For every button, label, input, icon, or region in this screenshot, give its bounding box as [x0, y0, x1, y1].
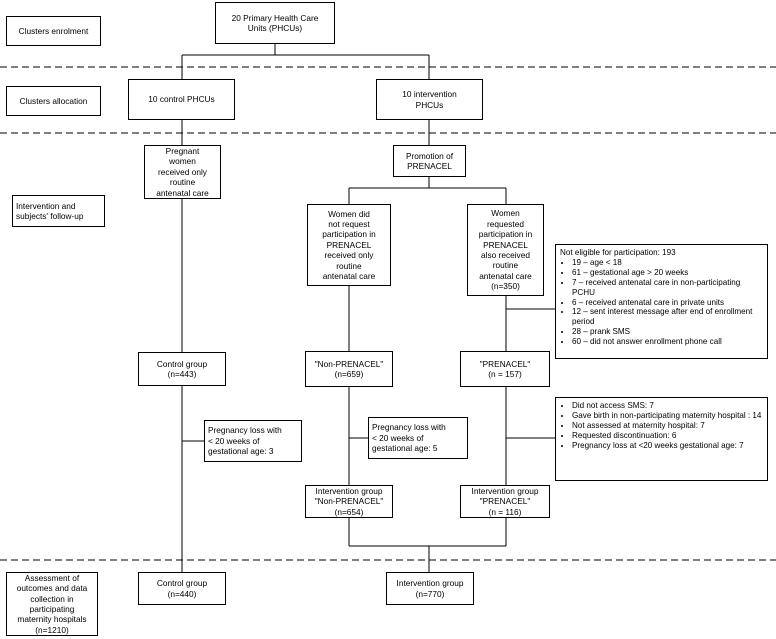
- exclusion-item: Pregnancy loss at <20 weeks gestational …: [572, 441, 763, 451]
- box-pregnant-routine: Pregnant women received only routine ant…: [144, 145, 221, 199]
- not-eligible-item: 60 – did not answer enrollment phone cal…: [572, 337, 763, 347]
- box-intervention-non-prenacel-text: Intervention group "Non-PRENACEL" (n=654…: [314, 485, 384, 517]
- box-promotion: Promotion of PRENACEL: [393, 145, 466, 177]
- box-control-units-text: 10 control PHCUs: [148, 94, 215, 105]
- box-intervention-final: Intervention group (n=770): [386, 572, 474, 605]
- box-intervention-final-text: Intervention group (n=770): [396, 578, 464, 599]
- not-eligible-title: Not eligible for participation: 193: [560, 248, 676, 257]
- box-intervention-non-prenacel: Intervention group "Non-PRENACEL" (n=654…: [305, 485, 393, 518]
- box-intervention-prenacel-text: Intervention group "PRENACEL" (n = 116): [471, 485, 539, 517]
- exclusion-item: Requested discontinuation: 6: [572, 431, 763, 441]
- stage-assessment: Assessment of outcomes and data collecti…: [6, 572, 98, 636]
- box-loss-non-prenacel-text: Pregnancy loss with < 20 weeks of gestat…: [372, 422, 446, 454]
- box-control-group-text: Control group (n=443): [156, 358, 208, 379]
- not-eligible-item: 6 – received antenatal care in private u…: [572, 298, 763, 308]
- stage-enrolment: Clusters enrolment: [6, 16, 101, 46]
- exclusion-item: Not assessed at maternity hospital: 7: [572, 421, 763, 431]
- box-prenacel: "PRENACEL" (n = 157): [460, 351, 550, 387]
- exclusion-item: Did not access SMS: 7: [572, 401, 763, 411]
- box-not-requested-text: Women did not request participation in P…: [322, 208, 376, 282]
- box-control-final-text: Control group (n=440): [156, 578, 208, 599]
- box-primary-units: 20 Primary Health Care Units (PHCUs): [215, 2, 335, 44]
- exclusions-box: Did not access SMS: 7 Gave birth in non-…: [555, 397, 768, 481]
- box-non-prenacel-text: "Non-PRENACEL" (n=659): [314, 358, 384, 379]
- stage-allocation: Clusters allocation: [6, 86, 101, 116]
- box-control-group: Control group (n=443): [138, 352, 226, 386]
- stage-allocation-label: Clusters allocation: [19, 95, 88, 106]
- not-eligible-item: 12 – sent interest message after end of …: [572, 307, 763, 327]
- box-non-prenacel: "Non-PRENACEL" (n=659): [305, 351, 393, 387]
- box-promotion-text: Promotion of PRENACEL: [405, 150, 454, 171]
- not-eligible-item: 28 – prank SMS: [572, 327, 763, 337]
- stage-assessment-label: Assessment of outcomes and data collecti…: [16, 572, 88, 635]
- box-loss-non-prenacel: Pregnancy loss with < 20 weeks of gestat…: [368, 417, 468, 459]
- stage-enrolment-label: Clusters enrolment: [18, 25, 89, 36]
- box-control-units: 10 control PHCUs: [128, 79, 235, 120]
- box-loss-control-text: Pregnancy loss with < 20 weeks of gestat…: [208, 425, 282, 457]
- not-eligible-list: 19 – age < 18 61 – gestational age > 20 …: [560, 258, 763, 347]
- box-loss-control: Pregnancy loss with < 20 weeks of gestat…: [204, 420, 302, 462]
- box-intervention-prenacel: Intervention group "PRENACEL" (n = 116): [460, 485, 550, 518]
- box-intervention-units-text: 10 intervention PHCUs: [402, 89, 457, 110]
- box-pregnant-routine-text: Pregnant women received only routine ant…: [156, 145, 209, 198]
- box-requested-text: Women requested participation in PRENACE…: [478, 208, 533, 292]
- box-prenacel-text: "PRENACEL" (n = 157): [479, 358, 531, 379]
- box-primary-units-text: 20 Primary Health Care Units (PHCUs): [231, 12, 319, 33]
- not-eligible-item: 7 – received antenatal care in non-parti…: [572, 278, 763, 298]
- not-eligible-item: 19 – age < 18: [572, 258, 763, 268]
- exclusion-item: Gave birth in non-participating maternit…: [572, 411, 763, 421]
- not-eligible-box: Not eligible for participation: 193 19 –…: [555, 244, 768, 359]
- box-not-requested: Women did not request participation in P…: [307, 204, 391, 286]
- box-requested: Women requested participation in PRENACE…: [467, 204, 544, 296]
- stage-followup-label: Intervention and subjects' follow-up: [16, 200, 84, 221]
- box-intervention-units: 10 intervention PHCUs: [376, 79, 483, 120]
- not-eligible-item: 61 – gestational age > 20 weeks: [572, 268, 763, 278]
- exclusions-list: Did not access SMS: 7 Gave birth in non-…: [560, 401, 763, 451]
- box-control-final: Control group (n=440): [138, 572, 226, 605]
- stage-followup: Intervention and subjects' follow-up: [12, 195, 105, 227]
